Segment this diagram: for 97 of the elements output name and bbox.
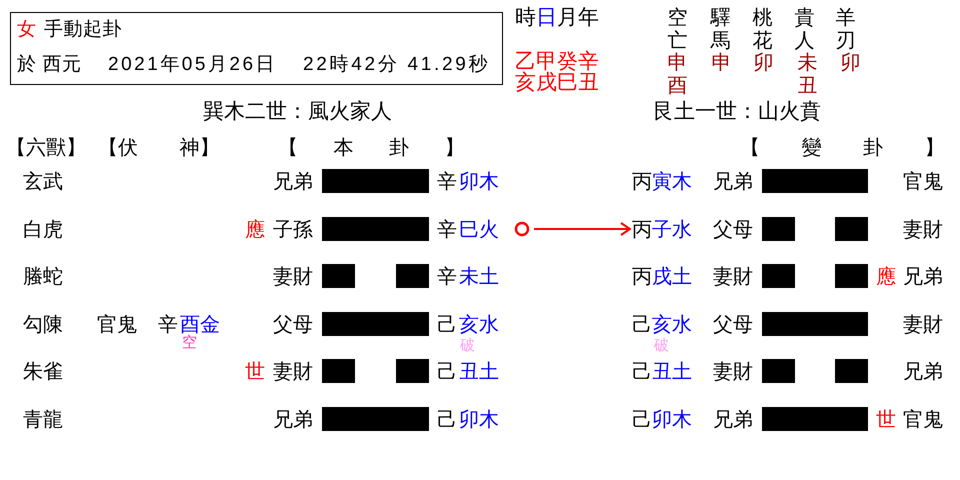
relation-label: 官鬼 <box>903 408 943 432</box>
column-heading: 【六獸】 <box>6 136 86 160</box>
relation-label: 父母 <box>273 314 313 336</box>
relation-label: 父母 <box>713 314 753 336</box>
column-heading: 貴人 <box>794 6 815 52</box>
yin-line-half <box>322 359 355 383</box>
date-text: 2021年05月26日 <box>108 52 278 76</box>
yin-line-half <box>835 359 868 383</box>
column-heading: 【 本 卦 】 <box>278 136 465 160</box>
relation-label: 妻財 <box>273 266 313 288</box>
circle-mark <box>514 221 530 237</box>
relation-label: 妻財 <box>903 218 943 242</box>
stem-label: 己 <box>632 314 652 336</box>
relation-label: 父母 <box>713 218 753 242</box>
stem-label: 辛 <box>158 314 178 336</box>
branch-row: 亥戌巳丑 <box>515 71 599 95</box>
yin-line-half <box>835 264 868 288</box>
hexagram-title: 艮土一世：山火賁 <box>653 100 821 124</box>
stem-label: 己 <box>437 408 457 432</box>
hexagram-title: 巽木二世：風火家人 <box>203 100 392 124</box>
position-mark: 世 <box>876 408 896 432</box>
branch-label: 卯木 <box>652 408 692 432</box>
relation-label: 兄弟 <box>273 170 313 194</box>
column-heading: 【伏 神】 <box>98 136 220 160</box>
column-heading: 【 變 卦 】 <box>740 136 945 160</box>
beast-name: 朱雀 <box>23 360 63 384</box>
yin-line-half <box>835 217 868 241</box>
yin-line-half <box>762 359 795 383</box>
position-mark: 應 <box>876 266 896 288</box>
relation-label: 兄弟 <box>903 266 943 288</box>
time-text: 22時42分 41.29秒 <box>303 52 490 76</box>
method-text: 手動起卦 <box>44 18 122 41</box>
column-heading: 空亡 <box>667 6 688 52</box>
beast-name: 青龍 <box>23 408 63 432</box>
relation-label: 妻財 <box>273 360 313 384</box>
branch-value: 卯 <box>753 52 774 74</box>
stem-label: 辛 <box>437 170 457 194</box>
stem-label: 己 <box>437 314 457 336</box>
status-mark: 空 <box>182 334 197 350</box>
column-heading: 桃花 <box>752 6 773 52</box>
branch-label: 丑土 <box>652 360 692 384</box>
relation-label: 妻財 <box>713 360 753 384</box>
pillar-heading: 年 <box>578 6 599 30</box>
relation-label: 子孫 <box>273 218 313 242</box>
relation-label: 兄弟 <box>903 360 943 384</box>
branch-label: 亥水 <box>459 314 499 336</box>
pillar-heading: 時 <box>515 6 536 30</box>
branch-value: 申 <box>711 52 732 74</box>
beast-name: 螣蛇 <box>23 266 63 288</box>
branch-label: 戌土 <box>652 266 692 288</box>
stem-label: 辛 <box>437 266 457 288</box>
yin-line-half <box>396 359 429 383</box>
relation-label: 兄弟 <box>273 408 313 432</box>
branch-value: 未丑 <box>797 52 818 98</box>
relation-label: 妻財 <box>903 314 943 336</box>
column-heading: 羊刃 <box>835 6 856 52</box>
branch-label: 卯木 <box>459 408 499 432</box>
relation-label: 兄弟 <box>713 408 753 432</box>
position-mark: 應 <box>245 218 265 242</box>
branch-label: 子水 <box>652 219 692 241</box>
yin-line-half <box>762 217 795 241</box>
branch-label: 未土 <box>459 266 499 288</box>
column-heading: 驛馬 <box>710 6 731 52</box>
branch-value: 卯 <box>840 52 861 74</box>
yin-line-half <box>762 264 795 288</box>
branch-label: 寅木 <box>652 170 692 194</box>
stem-label: 辛 <box>437 218 457 242</box>
branch-value: 申酉 <box>667 52 688 98</box>
stem-label: 己 <box>632 360 652 384</box>
relation-label: 妻財 <box>713 266 753 288</box>
stem-label: 己 <box>437 360 457 384</box>
relation-label: 官鬼 <box>97 314 137 336</box>
gender-label: 女 <box>17 18 36 41</box>
pillar-heading: 日 <box>536 6 557 30</box>
branch-label: 酉金 <box>180 314 220 336</box>
arrow <box>534 222 631 236</box>
status-mark: 破 <box>654 336 669 354</box>
beast-name: 勾陳 <box>23 314 63 336</box>
yin-line-half <box>322 264 355 288</box>
stem-label: 丙 <box>632 170 652 194</box>
stem-label: 丙 <box>632 266 652 288</box>
branch-label: 巳火 <box>459 218 499 242</box>
era-text: 於 西元 <box>17 52 82 76</box>
branch-label: 亥水 <box>652 314 692 336</box>
beast-name: 白虎 <box>23 218 63 242</box>
yin-line-half <box>396 264 429 288</box>
position-mark: 世 <box>245 360 265 384</box>
info-box <box>10 12 503 85</box>
relation-label: 官鬼 <box>903 170 943 194</box>
stem-label: 丙 <box>632 219 652 241</box>
pillar-heading: 月 <box>557 6 578 30</box>
beast-name: 玄武 <box>23 170 63 194</box>
branch-label: 卯木 <box>459 170 499 194</box>
relation-label: 兄弟 <box>713 170 753 194</box>
stem-label: 己 <box>632 408 652 432</box>
branch-label: 丑土 <box>459 360 499 384</box>
status-mark: 破 <box>460 336 475 354</box>
